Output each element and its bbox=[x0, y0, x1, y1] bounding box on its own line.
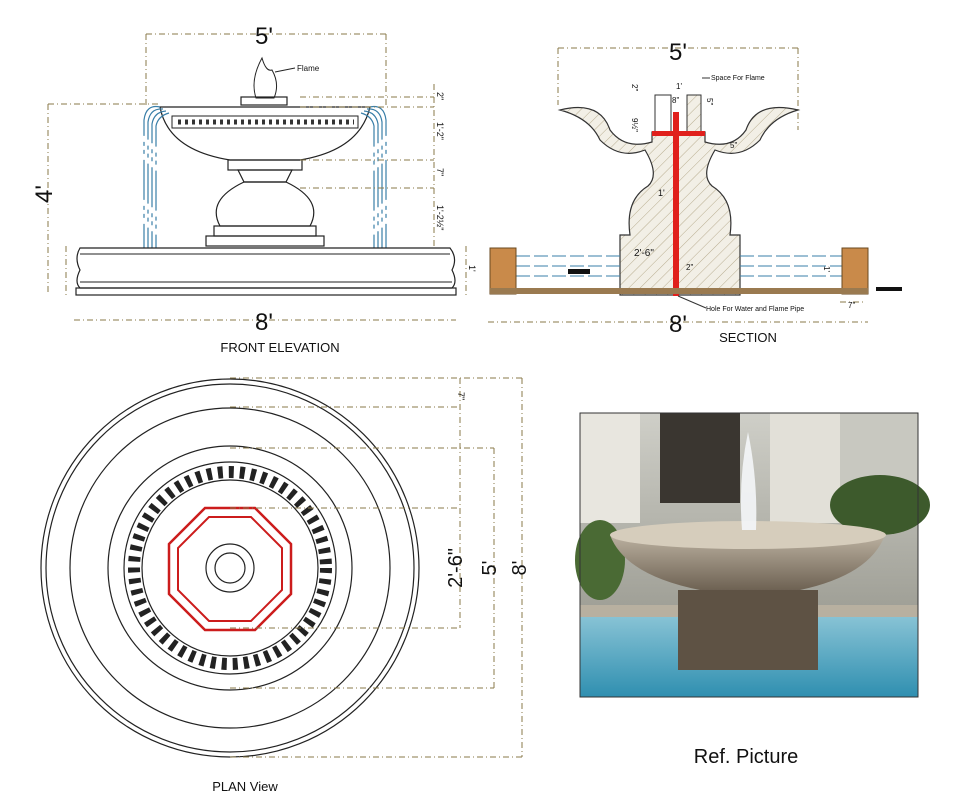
flame-label: Flame bbox=[297, 64, 320, 73]
dim-lip: 5" bbox=[730, 141, 737, 150]
front-width-base: 8' bbox=[255, 309, 273, 336]
hole-label: Hole For Water and Flame Pipe bbox=[706, 306, 804, 313]
dim-left-a: 2" bbox=[630, 84, 639, 91]
dim-pedestal-height: 1'-2½" bbox=[435, 205, 445, 230]
reference-photo: Ref. Picture bbox=[575, 412, 930, 768]
ref-picture-caption: Ref. Picture bbox=[694, 746, 798, 768]
fountain-jet bbox=[740, 432, 757, 530]
dim-neck: 1' bbox=[658, 188, 665, 198]
dim-neck-height: 7" bbox=[435, 168, 445, 176]
front-height: 4' bbox=[31, 185, 58, 203]
flame-icon bbox=[253, 56, 278, 99]
plan-view: 7" 2'-6" 5' 8' PLAN View bbox=[40, 377, 531, 794]
section-view: 5' Space For Flame 1' 8" 2" 9½" 5" 5" 1'… bbox=[488, 39, 902, 345]
front-width-top: 5' bbox=[255, 23, 273, 50]
water-flame-pipe bbox=[673, 112, 679, 296]
dim-basin-height: 1' bbox=[467, 265, 477, 272]
section-left-wall bbox=[489, 247, 517, 295]
dim-pipe: 2" bbox=[686, 263, 693, 272]
dim-right: 5" bbox=[705, 98, 714, 105]
dim-wall: 1' bbox=[822, 266, 831, 272]
plan-dim-octagon: 2'-6" bbox=[445, 548, 467, 588]
section-width-top: 5' bbox=[669, 39, 687, 66]
water-streams bbox=[143, 105, 387, 248]
section-right-wall bbox=[841, 247, 869, 295]
plan-dim-bowl: 5' bbox=[479, 561, 501, 576]
plan-dim-rim: 7" bbox=[456, 392, 466, 400]
section-width-base: 8' bbox=[669, 311, 687, 338]
dim-base: 2'-6" bbox=[634, 248, 654, 259]
plan-dim-basin: 8' bbox=[509, 561, 531, 576]
section-title: SECTION bbox=[719, 330, 777, 345]
dim-left-b: 9½" bbox=[630, 118, 639, 132]
dim-flame-inner: 8" bbox=[672, 96, 679, 105]
space-for-flame-label: Space For Flame bbox=[711, 75, 765, 82]
dim-flame-height: 2" bbox=[435, 92, 445, 100]
octagon-pipe-outline bbox=[167, 506, 293, 632]
dim-flame-width: 1' bbox=[676, 82, 682, 91]
dim-rim: 7" bbox=[848, 301, 855, 310]
dim-bowl-height: 1'-2" bbox=[435, 122, 445, 140]
front-elevation-title: FRONT ELEVATION bbox=[220, 340, 339, 355]
plan-title: PLAN View bbox=[212, 779, 278, 794]
front-elevation: 5' Flame 4' 2" bbox=[31, 23, 477, 355]
